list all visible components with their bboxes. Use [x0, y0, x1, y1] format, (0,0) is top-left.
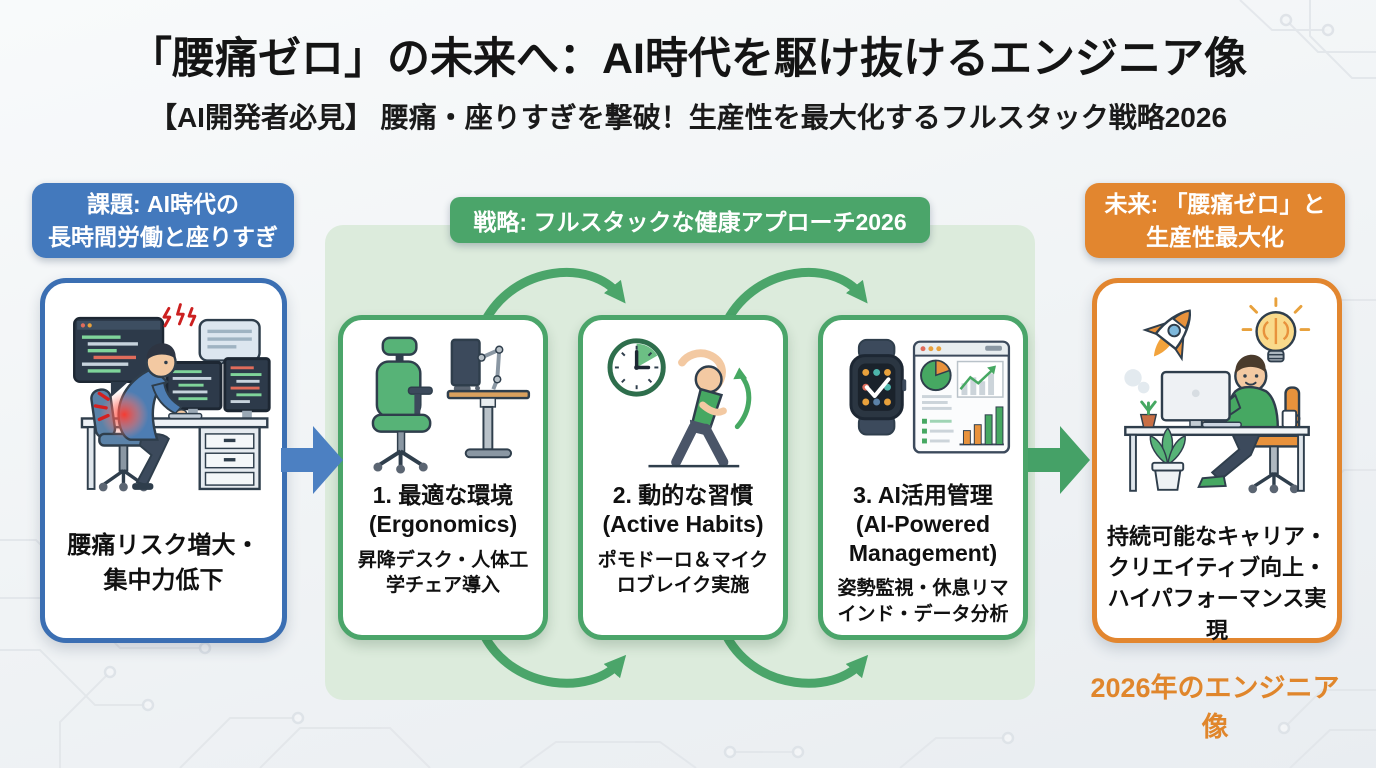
step-desc-ergonomics: 昇降デスク・人体工 学チェア導入	[357, 549, 529, 597]
future-card: 持続可能なキャリア・ クリエイティブ向上・ ハイパフォーマンス実現	[1092, 278, 1342, 643]
future-badge: 未来: 「腰痛ゼロ」と 生産性最大化	[1085, 183, 1345, 258]
step-card-ai-management: 3. AI活用管理 (AI-Powered Management) 姿勢監視・休…	[818, 315, 1028, 640]
step-title-ai-management: 3. AI活用管理 (AI-Powered Management)	[848, 482, 998, 566]
problem-card: 腰痛リスク増大・ 集中力低下	[40, 278, 287, 643]
step-card-active-habits: 2. 動的な習慣 (Active Habits) ポモドーロ＆マイク ロブレイク…	[578, 315, 788, 640]
page-subtitle: 【AI開発者必見】 腰痛・座りすぎを撃破！生産性を最大化するフルスタック戦略20…	[148, 102, 1228, 133]
arrow-strategy-to-future-icon	[1028, 426, 1090, 494]
stretching-figure-clock-illustration	[607, 338, 752, 468]
ergonomic-desk-chair-illustration	[371, 336, 531, 474]
happy-engineer-illustration	[1124, 297, 1311, 494]
step-desc-ai-management: 姿勢監視・休息リマ インド・データ分析	[837, 578, 1009, 625]
smartwatch-dashboard-illustration	[849, 338, 1011, 454]
future-caption: 持続可能なキャリア・ クリエイティブ向上・ ハイパフォーマンス実現	[1106, 524, 1327, 643]
back-pain-coder-illustration	[72, 303, 271, 492]
step-desc-active-habits: ポモドーロ＆マイク ロブレイク実施	[597, 549, 769, 597]
step-title-ergonomics: 1. 最適な環境 (Ergonomics)	[368, 482, 518, 537]
page-title: 「腰痛ゼロ」の未来へ：AI時代を駆け抜けるエンジニア像	[129, 35, 1247, 83]
future-footer-label: 2026年のエンジニア像	[1090, 673, 1340, 742]
problem-badge: 課題: AI時代の 長時間労働と座りすぎ	[32, 183, 294, 258]
strategy-badge: 戦略: フルスタックな健康アプローチ2026	[450, 197, 930, 243]
step-card-ergonomics: 1. 最適な環境 (Ergonomics) 昇降デスク・人体工 学チェア導入	[338, 315, 548, 640]
step-title-active-habits: 2. 動的な習慣 (Active Habits)	[602, 482, 764, 537]
problem-caption: 腰痛リスク増大・ 集中力低下	[67, 532, 260, 594]
arrow-problem-to-strategy-icon	[281, 426, 343, 494]
